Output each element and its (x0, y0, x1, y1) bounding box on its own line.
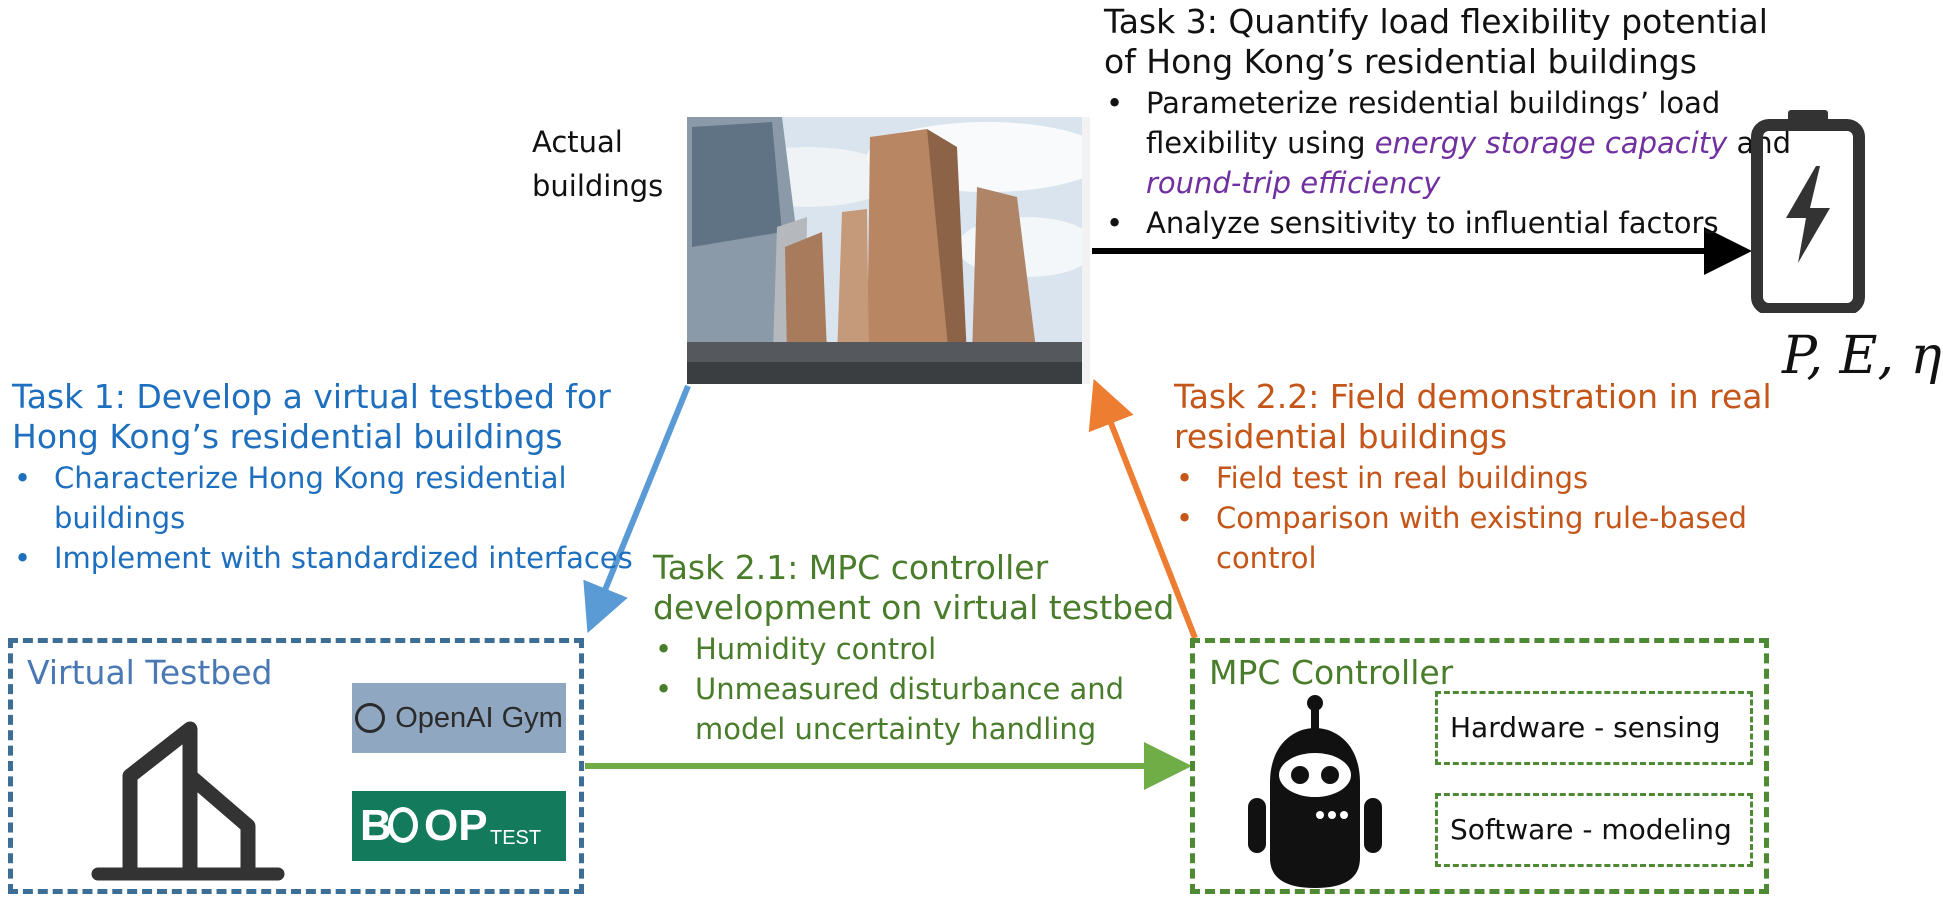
arrow-buildings-to-testbed (583, 384, 691, 634)
arrow-mpc-to-buildings (1088, 378, 1198, 640)
hardware-sensing-text: Hardware - sensing (1450, 711, 1721, 745)
task21-title-line1: Task 2.1: MPC controller (653, 548, 1049, 587)
task1-bullet1-line1: Characterize Hong Kong residential (54, 461, 567, 496)
task3-title-line2: of Hong Kong’s residential buildings (1104, 41, 1697, 81)
task1-bullet1-line2: buildings (54, 501, 186, 536)
task22-bullet-2: Comparison with existing rule-based cont… (1174, 498, 1772, 578)
task1-bullet-1: Characterize Hong Kong residential build… (12, 458, 633, 538)
openai-gym-text: OpenAI Gym (395, 701, 563, 734)
building-icon (88, 691, 288, 891)
task3-bullet2-text: Analyze sensitivity to influential facto… (1146, 206, 1719, 241)
battery-icon (1750, 108, 1866, 315)
virtual-testbed-label: Virtual Testbed (27, 653, 273, 692)
task21-bullet2-line1: Unmeasured disturbance and (695, 672, 1125, 707)
virtual-testbed-box: Virtual Testbed OpenAI Gym B OP TEST (8, 638, 584, 894)
task22-block: Task 2.2: Field demonstration in real re… (1174, 377, 1772, 578)
task22-bullet-1: Field test in real buildings (1174, 458, 1772, 498)
software-modeling-text: Software - modeling (1450, 813, 1732, 847)
actual-buildings-line1: Actual (532, 125, 623, 159)
task1-bullet-2: Implement with standardized interfaces (12, 538, 633, 578)
openai-gym-logo: OpenAI Gym (352, 683, 566, 753)
task22-bullet2-line2: control (1216, 541, 1317, 576)
task21-block: Task 2.1: MPC controller development on … (653, 548, 1174, 749)
software-modeling-box: Software - modeling (1435, 793, 1753, 867)
task21-title-line2: development on virtual testbed (653, 587, 1175, 627)
energy-storage-capacity-term: energy storage capacity (1374, 126, 1728, 161)
mpc-controller-label: MPC Controller (1209, 653, 1454, 692)
task22-bullet1-text: Field test in real buildings (1216, 461, 1589, 496)
task1-bullet2-text: Implement with standardized interfaces (54, 541, 633, 576)
task21-bullet-1: Humidity control (653, 629, 1174, 669)
task22-bullet2-line1: Comparison with existing rule-based (1216, 501, 1747, 536)
task22-bullets: Field test in real buildings Comparison … (1174, 458, 1772, 578)
round-trip-efficiency-term: round-trip efficiency (1146, 166, 1441, 201)
boptest-test: TEST (490, 827, 542, 849)
task3-block: Task 3: Quantify load flexibility potent… (1104, 2, 1791, 243)
mpc-controller-box: MPC Controller Hardware - sensing Softwa… (1190, 638, 1769, 894)
photo-illustration (687, 117, 1090, 384)
task3-bullet1-line1: Parameterize residential buildings’ load (1146, 86, 1721, 121)
task21-bullet2-line2: model uncertainty handling (695, 712, 1097, 747)
boptest-b: B (360, 801, 392, 850)
task3-bullet-1: Parameterize residential buildings’ load… (1104, 83, 1791, 203)
task21-bullet-2: Unmeasured disturbance and model uncerta… (653, 669, 1174, 749)
task21-bullets: Humidity control Unmeasured disturbance … (653, 629, 1174, 749)
task1-bullets: Characterize Hong Kong residential build… (12, 458, 633, 578)
hardware-sensing-box: Hardware - sensing (1435, 691, 1753, 765)
actual-buildings-label: Actual buildings (532, 120, 663, 208)
task1-title-line2: Hong Kong’s residential buildings (12, 416, 563, 456)
task3-bullet-2: Analyze sensitivity to influential facto… (1104, 203, 1791, 243)
battery-params-label: P, E, η (1782, 326, 1942, 386)
actual-buildings-photo (687, 117, 1090, 384)
boptest-logo: B OP TEST (352, 791, 566, 861)
task21-bullet1-text: Humidity control (695, 632, 937, 667)
boptest-op: OP (424, 801, 488, 850)
plug-icon (388, 807, 418, 843)
task3-bullet1-line2: flexibility using energy storage capacit… (1146, 123, 1791, 163)
task1-title-line1: Task 1: Develop a virtual testbed for (12, 377, 611, 416)
robot-icon (1240, 693, 1390, 893)
actual-buildings-line2: buildings (532, 169, 664, 203)
task3-bullet1-pre: flexibility using (1146, 126, 1375, 161)
task22-title-line2: residential buildings (1174, 416, 1508, 456)
openai-icon (355, 703, 386, 733)
task3-title-line1: Task 3: Quantify load flexibility potent… (1104, 2, 1768, 41)
task22-title-line1: Task 2.2: Field demonstration in real (1174, 377, 1772, 416)
task1-block: Task 1: Develop a virtual testbed for Ho… (12, 377, 633, 578)
task3-bullets: Parameterize residential buildings’ load… (1104, 83, 1791, 243)
